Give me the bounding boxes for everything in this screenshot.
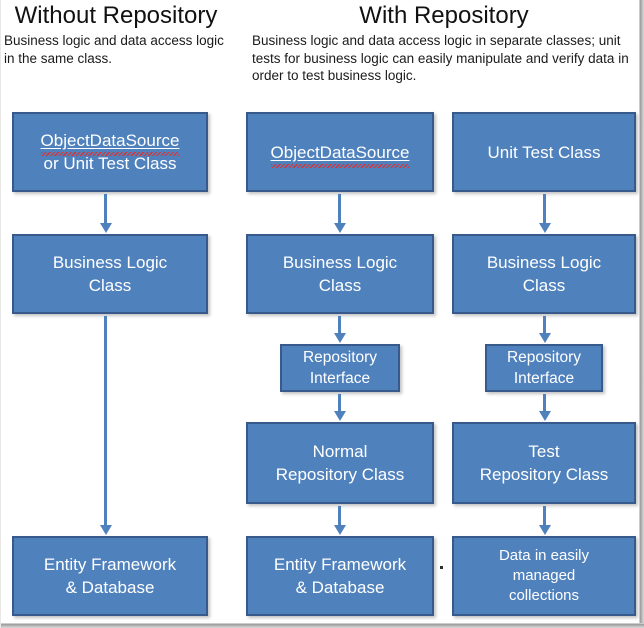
node-label-line2: or Unit Test Class (43, 154, 177, 173)
arrow-col1-box1-to-box2 (104, 194, 107, 224)
arrow-col2-box1-to-box2 (338, 194, 341, 224)
arrow-col3-repository-to-collections (543, 506, 546, 526)
column-subtitle-without-repository: Business logic and data access logic in … (4, 33, 224, 66)
frame-edge-left (0, 0, 1, 628)
node-repository-interface-col2[interactable]: Repository Interface (280, 344, 400, 392)
node-normal-repository-class[interactable]: Normal Repository Class (246, 422, 434, 504)
column-subtitle-with-repository: Business logic and data access logic in … (252, 33, 629, 83)
node-business-logic-class-col2[interactable]: Business Logic Class (246, 234, 434, 314)
node-business-logic-class-col1[interactable]: Business Logic Class (12, 234, 208, 314)
column-title-without-repository: Without Repository (14, 2, 218, 29)
arrow-col2-box2-to-interface (338, 316, 341, 334)
arrow-col2-interface-to-repository (338, 394, 341, 412)
node-data-in-easily-managed-collections[interactable]: Data in easily managed collections (452, 536, 636, 616)
arrow-col3-box2-to-interface (543, 316, 546, 334)
node-objectdatasource-col2[interactable]: ObjectDataSource (246, 112, 434, 192)
node-entity-framework-and-database-col1[interactable]: Entity Framework & Database (12, 536, 208, 616)
arrow-col2-repository-to-database (338, 506, 341, 526)
arrow-col3-interface-to-repository (543, 394, 546, 412)
spellcheck-word: ObjectDataSource (270, 142, 410, 168)
column-title-with-repository: With Repository (359, 2, 529, 29)
frame-edge-right (639, 0, 644, 628)
spellcheck-word: ObjectDataSource (40, 131, 180, 156)
node-test-repository-class[interactable]: Test Repository Class (452, 422, 636, 504)
arrow-col3-box1-to-box2 (543, 194, 546, 224)
node-repository-interface-col3[interactable]: Repository Interface (485, 344, 603, 392)
arrow-col1-box2-to-box3 (104, 316, 107, 526)
frame-edge-bottom (0, 623, 644, 628)
stray-dot-artifact (440, 566, 443, 569)
node-unit-test-class[interactable]: Unit Test Class (452, 112, 636, 192)
node-entity-framework-and-database-col2[interactable]: Entity Framework & Database (246, 536, 434, 616)
node-business-logic-class-col3[interactable]: Business Logic Class (452, 234, 636, 314)
